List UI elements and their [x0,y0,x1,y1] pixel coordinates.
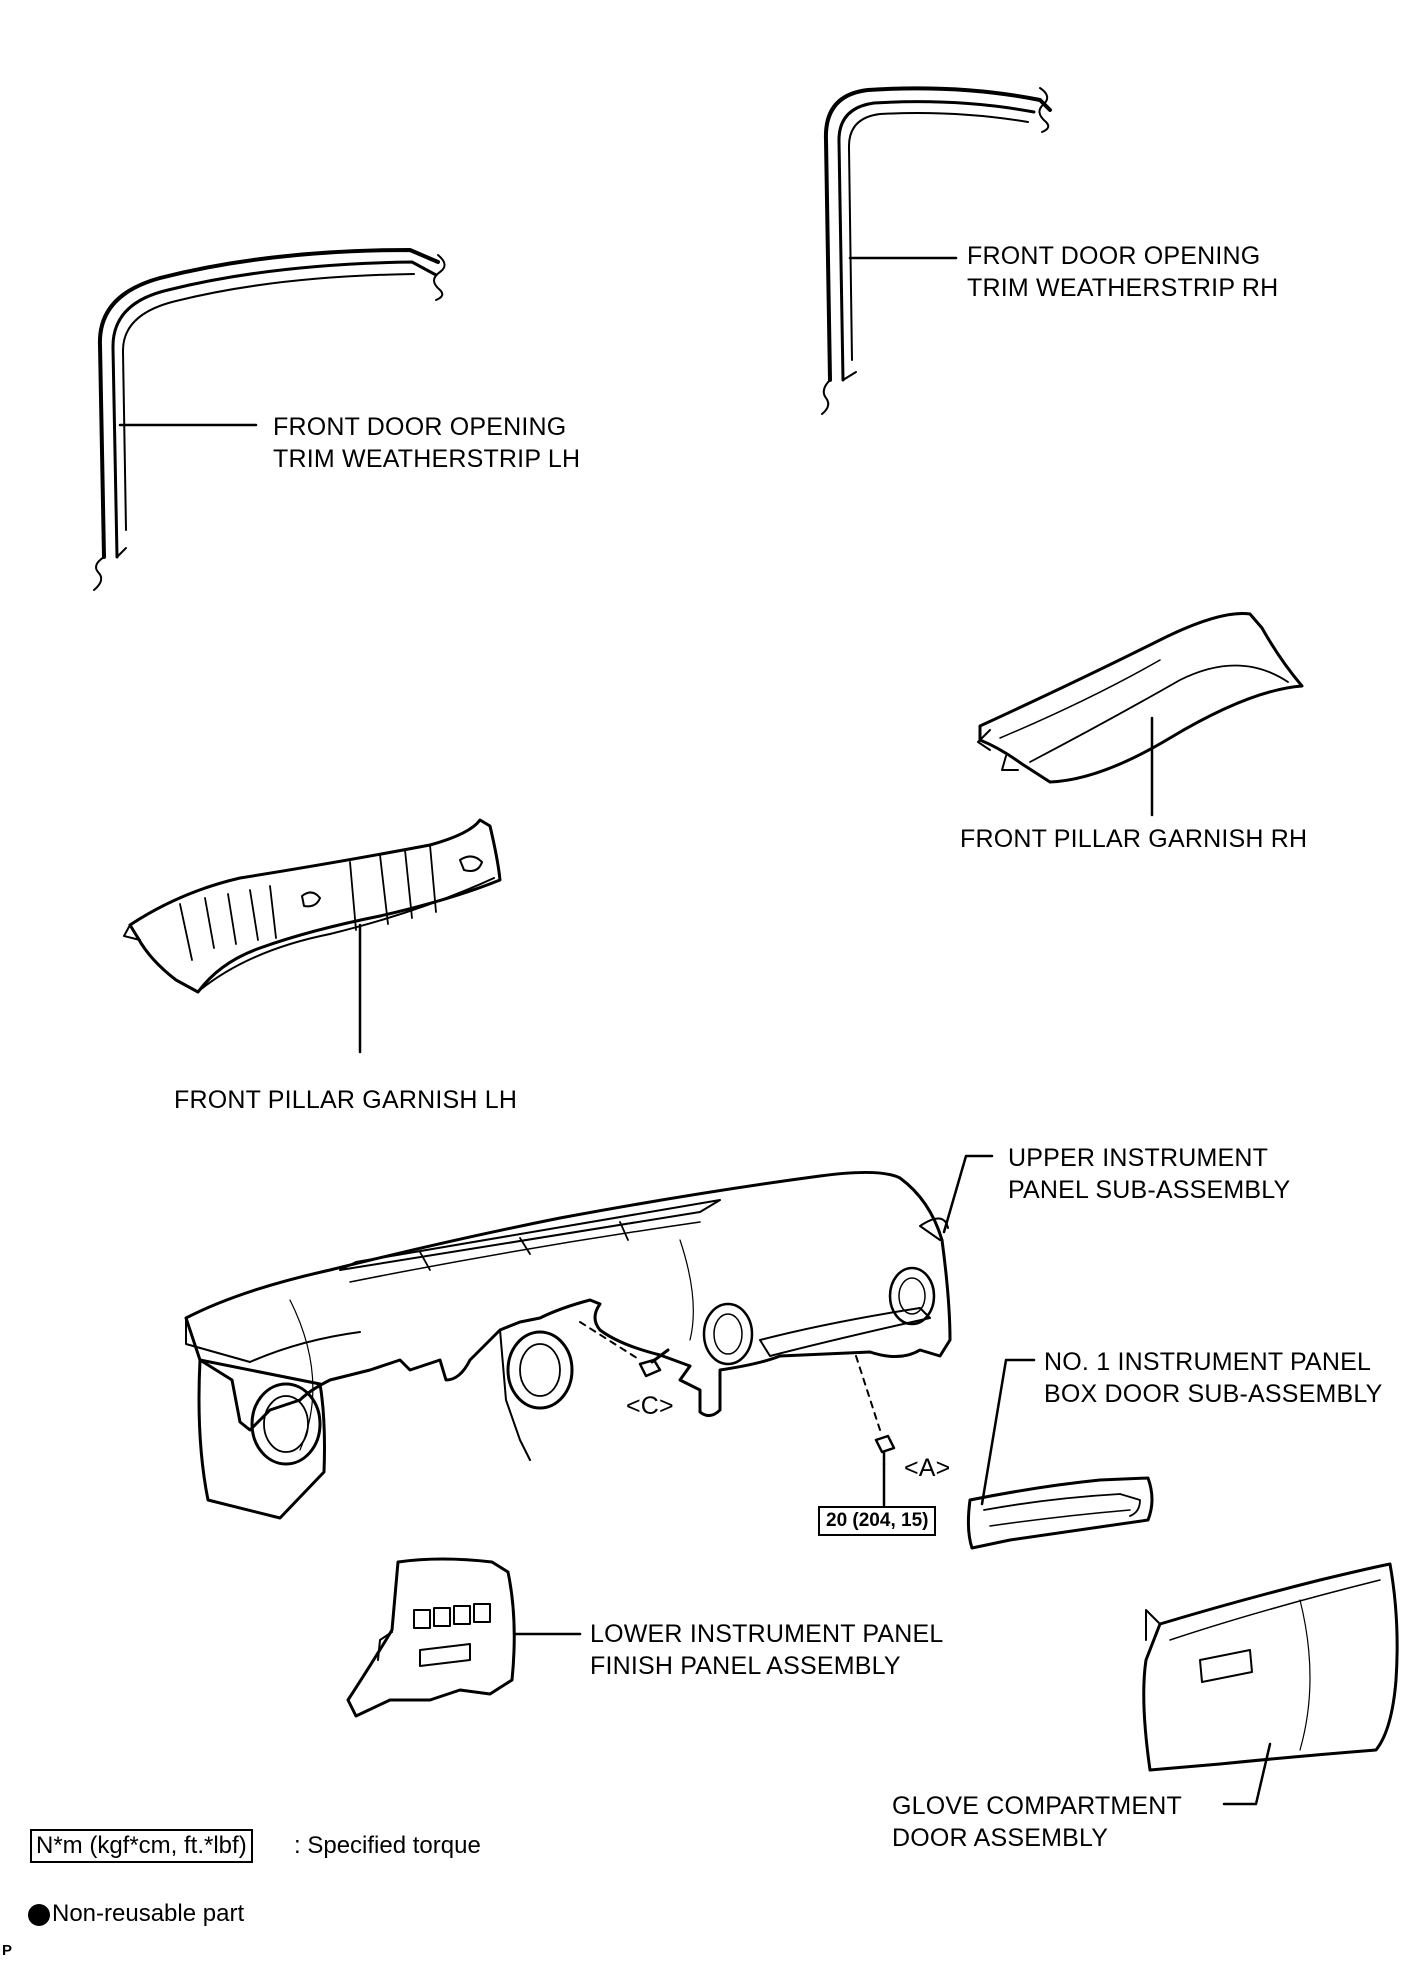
bolt-c-drawing [579,1321,670,1378]
label-upper-panel-line1: UPPER INSTRUMENT [1008,1144,1269,1172]
corner-mark: P [2,1942,13,1959]
pillar-garnish-rh [977,612,1304,784]
label-pillar-garnish-rh: FRONT PILLAR GARNISH RH [960,825,1308,853]
label-box-door-line2: BOX DOOR SUB-ASSEMBLY [1044,1380,1383,1408]
bolt-a-drawing [855,1355,896,1466]
weatherstrip-rh [821,86,1052,415]
weatherstrip-lh [93,248,446,591]
leader-glove [1222,1742,1272,1806]
pillar-garnish-lh [123,818,502,994]
label-glove-line2: DOOR ASSEMBLY [892,1824,1109,1852]
label-upper-panel-line2: PANEL SUB-ASSEMBLY [1008,1176,1291,1204]
glove-compartment-door [1142,1562,1399,1772]
torque-spec-box: 20 (204, 15) [818,1506,937,1536]
label-weatherstrip-rh-line2: TRIM WEATHERSTRIP RH [967,274,1279,302]
box-door [966,1476,1154,1550]
label-lower-panel-line2: FINISH PANEL ASSEMBLY [590,1652,901,1680]
upper-instrument-panel [184,1170,952,1520]
legend-nonreusable-text: Non-reusable part [52,1900,245,1927]
legend-torque-text: : Specified torque [294,1832,481,1859]
non-reusable-dot-icon [28,1904,50,1926]
leader-box-door [980,1358,1036,1506]
leader-upper-panel [942,1154,994,1234]
label-weatherstrip-rh-line1: FRONT DOOR OPENING [967,242,1261,270]
label-pillar-garnish-lh: FRONT PILLAR GARNISH LH [174,1086,518,1114]
lower-finish-panel [346,1557,516,1718]
label-callout-c: <C> [626,1392,674,1420]
label-box-door-line1: NO. 1 INSTRUMENT PANEL [1044,1348,1372,1376]
label-callout-a: <A> [904,1454,951,1482]
label-weatherstrip-lh-line2: TRIM WEATHERSTRIP LH [273,445,581,473]
legend-torque-box: N*m (kgf*cm, ft.*lbf) [30,1829,253,1863]
label-lower-panel-line1: LOWER INSTRUMENT PANEL [590,1620,944,1648]
label-glove-line1: GLOVE COMPARTMENT [892,1792,1183,1820]
label-weatherstrip-lh-line1: FRONT DOOR OPENING [273,413,567,441]
